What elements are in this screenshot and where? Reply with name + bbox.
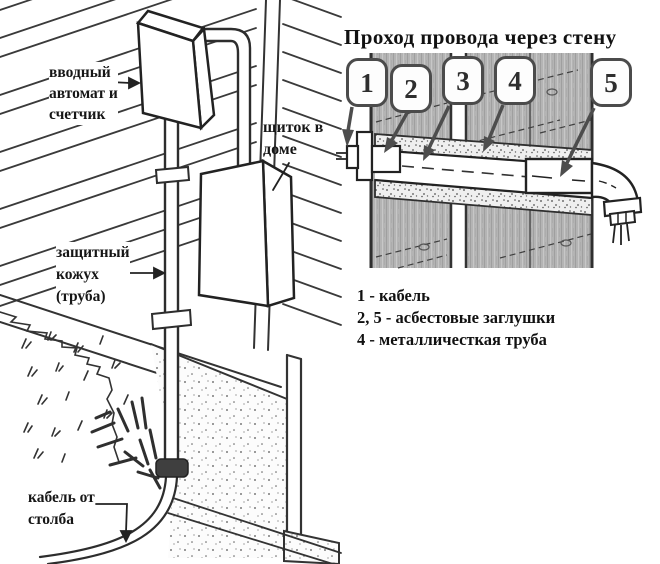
legend-line-pipe: 4 - металличесткая труба [357,330,547,349]
callout-badge-4: 4 [494,56,536,105]
callout-arrows [342,104,596,177]
ground-coupling [155,458,189,478]
entry-conduit [197,27,252,176]
pipe-exit-assembly [524,157,643,245]
pipe-clamps [150,165,193,331]
legend-line-cable: 1 - кабель [357,286,430,305]
soil-and-grass [0,311,162,490]
callout-badge-5: 5 [590,58,632,107]
legend-line-plugs: 2, 5 - асбестовые заглушки [357,308,556,327]
adjacent-wall-lines [282,0,342,326]
callout-badge-1: 1 [346,58,388,107]
left-illustration [0,0,342,564]
label-protective-casing: защитный кожух (труба) [56,242,130,308]
foundation [150,343,342,564]
buried-cable [38,471,179,564]
cable-centerline [401,165,589,183]
wood-knots [418,88,572,251]
callout-badge-2: 2 [390,64,432,113]
callout-badge-3: 3 [442,56,484,105]
cable-wires [612,223,630,245]
label-cable-from-pole: кабель от столба [28,487,95,531]
panel-box [197,158,296,308]
meter-box [135,9,216,131]
label-house-panel: щиток в доме [263,119,324,158]
label-pointers [95,76,290,544]
right-diagram-title: Проход провода через стену [344,25,617,49]
label-meter-box: вводный автомат и счетчик [49,62,118,125]
